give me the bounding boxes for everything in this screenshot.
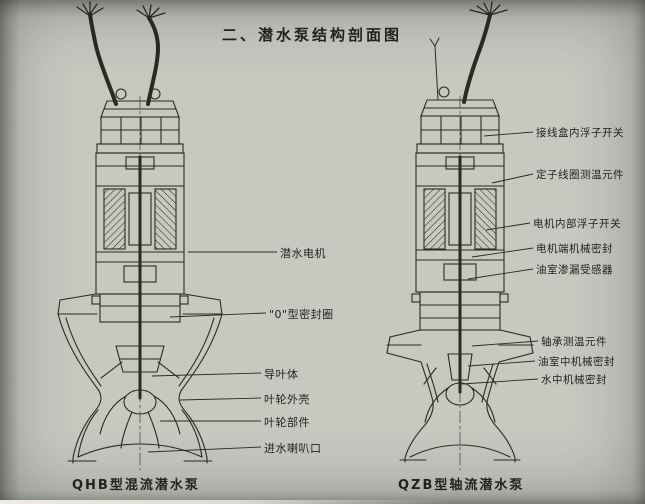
right-pump-drawing — [386, 1, 534, 471]
label-impeller-assembly: 叶轮部件 — [264, 416, 310, 429]
label-stator-coil-temp-sensor: 定子线圈测温元件 — [536, 169, 624, 181]
impeller — [99, 389, 181, 449]
lifting-eye-icon — [115, 88, 127, 100]
power-cable — [462, 1, 508, 104]
stator-winding — [154, 188, 177, 250]
label-motor-internal-float-switch: 电机内部浮子开关 — [533, 218, 621, 230]
lifting-eye-icon — [149, 88, 161, 100]
mixed-flow-casing — [57, 293, 223, 464]
oil-chamber — [411, 291, 509, 331]
scan-edge — [0, 500, 525, 504]
axial-flow-casing — [386, 329, 534, 463]
label-motor-end-mechanical-seal: 电机端机械密封 — [536, 243, 613, 255]
diagram-title: 二、潜水泵结构剖面图 — [222, 26, 403, 44]
leader-lines — [147, 131, 539, 453]
power-cable — [76, 1, 166, 106]
label-impeller-casing: 叶轮外壳 — [264, 393, 310, 406]
impeller — [423, 353, 497, 423]
stator-winding — [474, 188, 497, 250]
right-pump-caption: QZB型轴流潜水泵 — [398, 478, 525, 493]
junction-box — [96, 100, 184, 154]
left-pump-drawing — [57, 1, 223, 471]
label-o-ring-seal: "0"型密封圈 — [269, 308, 334, 321]
lifting-rope — [434, 45, 439, 101]
seal-chamber — [91, 293, 189, 323]
stator-winding — [103, 188, 126, 250]
junction-box — [416, 99, 504, 154]
label-guide-vane-body: 导叶体 — [264, 368, 299, 381]
label-oil-chamber-mechanical-seal: 油室中机械密封 — [538, 356, 615, 368]
stator-winding — [423, 188, 446, 250]
left-pump-caption: QHB型混流潜水泵 — [72, 478, 200, 493]
lifting-eye-icon — [438, 86, 450, 98]
label-junction-box-float-switch: 接线盒内浮子开关 — [536, 127, 624, 139]
label-bearing-temp-sensor: 轴承测温元件 — [541, 336, 607, 348]
label-inlet-bell-mouth: 进水喇叭口 — [264, 442, 322, 455]
label-submersible-motor: 潜水电机 — [280, 247, 326, 260]
label-water-mechanical-seal: 水中机械密封 — [541, 374, 607, 386]
label-oil-chamber-leakage-sensor: 油室渗漏受感器 — [536, 264, 613, 276]
